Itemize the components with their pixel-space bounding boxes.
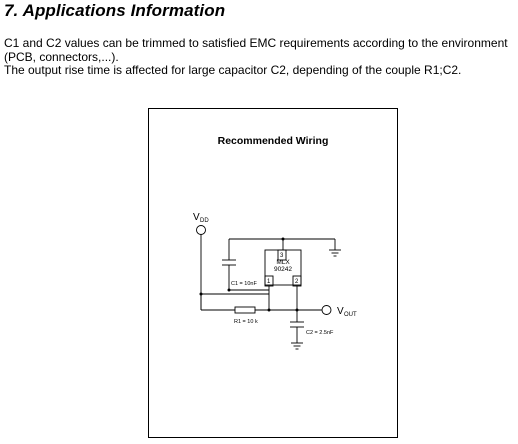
vdd-subscript: DD bbox=[200, 218, 209, 224]
intro-paragraphs: C1 and C2 values can be trimmed to satis… bbox=[4, 36, 516, 78]
pin-3-label: 3 bbox=[280, 253, 284, 259]
ic-name: MLX bbox=[276, 259, 290, 266]
vdd-label: V bbox=[193, 212, 200, 223]
figure-title: Recommended Wiring bbox=[217, 135, 329, 147]
r1-label: R1 = 10 k bbox=[234, 319, 258, 325]
ic-part: 90242 bbox=[274, 266, 292, 273]
pin-2-label: 2 bbox=[295, 279, 299, 285]
paragraph-emc: C1 and C2 values can be trimmed to satis… bbox=[4, 36, 508, 64]
wiring-figure: Recommended Wiring bbox=[148, 108, 398, 438]
c1-label: C1 = 10nF bbox=[231, 281, 257, 287]
c2-label: C2 = 2.5nF bbox=[306, 330, 334, 336]
resistor-r1 bbox=[234, 306, 256, 314]
vout-subscript: OUT bbox=[344, 312, 357, 318]
pin-3-box bbox=[277, 249, 287, 261]
section-heading: 7. Applications Information bbox=[4, 1, 226, 20]
vout-terminal bbox=[321, 305, 332, 315]
pin-1-label: 1 bbox=[267, 279, 271, 285]
paragraph-rise-time: The output rise time is affected for lar… bbox=[4, 63, 462, 77]
vdd-terminal bbox=[196, 225, 206, 235]
vout-label: V bbox=[337, 306, 344, 317]
wiring-schematic: V DD V OUT MLX 90242 3 1 2 C1 = 10nF R1 … bbox=[193, 212, 357, 350]
